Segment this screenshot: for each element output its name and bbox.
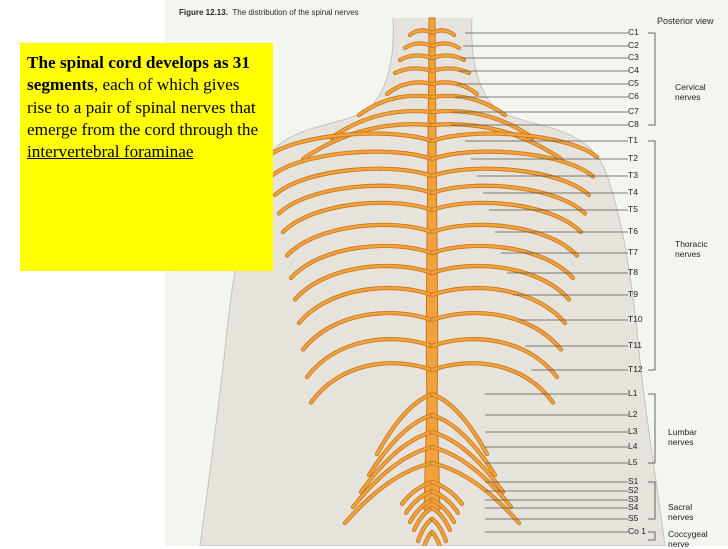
label-leader-lines [451,32,628,533]
segment-label-s1: S1 [628,476,639,486]
sacral-bracket [648,481,656,520]
segment-label-c3: C3 [628,52,639,62]
segment-label-t9: T9 [628,289,638,299]
segment-label-c5: C5 [628,78,639,88]
spinal-cord-callout: The spinal cord develops as 31 segments,… [20,43,273,271]
spinal-nerve-diagram [199,17,666,546]
nerve-pair-c1 [407,28,457,38]
segment-label-c8: C8 [628,119,639,129]
segment-label-c1: C1 [628,27,639,37]
nerve-pair-s2 [403,488,461,516]
nerve-pair-l2 [366,412,498,478]
thoracic-bracket [648,140,656,371]
nerve-pair-s4 [411,505,453,533]
nerve-pair-l5 [342,460,522,526]
nerve-pair-t12 [308,361,556,405]
segment-label-c4: C4 [628,65,639,75]
segment-label-c7: C7 [628,106,639,116]
nerve-pair-l4 [350,444,514,510]
callout-text: , each of which gives rise to a pair of … [27,75,259,139]
nerve-pair-t10 [300,310,564,352]
figure-number: Figure 12.13. [179,8,228,17]
coccygeal-bracket [648,531,656,541]
nerve-pair-co1 [422,529,442,546]
lumbar-bracket [648,393,656,464]
segment-label-t8: T8 [628,267,638,277]
intervertebral-foraminae-link[interactable]: intervertebral foraminae [27,142,194,162]
segment-label-t6: T6 [628,226,638,236]
segment-label-co1: Co 1 [628,526,646,536]
nerve-pair-t3 [272,166,592,198]
nerve-pair-s3 [407,497,457,525]
nerve-pair-t1 [264,131,600,160]
nerve-pair-t6 [284,222,580,258]
nerve-pair-s5 [415,516,449,544]
cervical-bracket [648,32,656,126]
nerve-pair-l3 [358,429,506,495]
segment-label-s3: S3 [628,494,639,504]
segment-label-t5: T5 [628,204,638,214]
segment-label-t12: T12 [628,364,643,374]
spinal-nerves-figure: Figure 12.13. The distribution of the sp… [165,0,728,549]
nerve-pair-t8 [292,263,572,302]
segment-label-s2: S2 [628,485,639,495]
segment-label-c2: C2 [628,40,639,50]
nerve-pair-c3 [397,53,467,63]
segment-label-l2: L2 [628,409,638,419]
spinal-nerves [264,17,600,546]
segment-label-s5: S5 [628,513,639,523]
nerve-pair-t7 [288,243,576,281]
figure-caption: Figure 12.13. The distribution of the sp… [179,8,359,17]
nerve-pair-l1 [374,391,490,457]
callout-bold-text: The spinal cord develops as 31 segments [27,53,250,95]
nerve-pair-c7 [328,108,536,141]
nerve-pair-c2 [402,41,462,51]
nerve-pair-c4 [392,66,472,76]
nerve-pair-c6 [356,93,508,118]
nerve-pair-s1 [399,479,465,507]
nerve-pair-t5 [280,200,584,235]
nerve-pair-t2 [268,149,596,179]
segment-label-s4: S4 [628,502,639,512]
segment-label-l4: L4 [628,441,638,451]
nerve-pair-t9 [296,285,568,326]
segment-label-l3: L3 [628,426,638,436]
segment-label-t10: T10 [628,314,643,324]
segment-label-t4: T4 [628,187,638,197]
segment-label-l5: L5 [628,457,638,467]
group-brackets [648,32,656,541]
segment-label-t11: T11 [628,340,643,350]
segment-label-t3: T3 [628,170,638,180]
nerve-pair-t11 [304,337,560,380]
nerve-pair-t4 [276,183,588,216]
segment-label-t1: T1 [628,135,638,145]
view-label: Posterior view [657,16,714,26]
nerve-pair-c8 [300,122,564,162]
segment-label-c6: C6 [628,91,639,101]
nerve-pair-c5 [384,80,480,97]
segment-label-l1: L1 [628,388,638,398]
figure-caption-text: The distribution of the spinal nerves [232,8,359,17]
segment-label-t2: T2 [628,153,638,163]
segment-label-t7: T7 [628,247,638,257]
